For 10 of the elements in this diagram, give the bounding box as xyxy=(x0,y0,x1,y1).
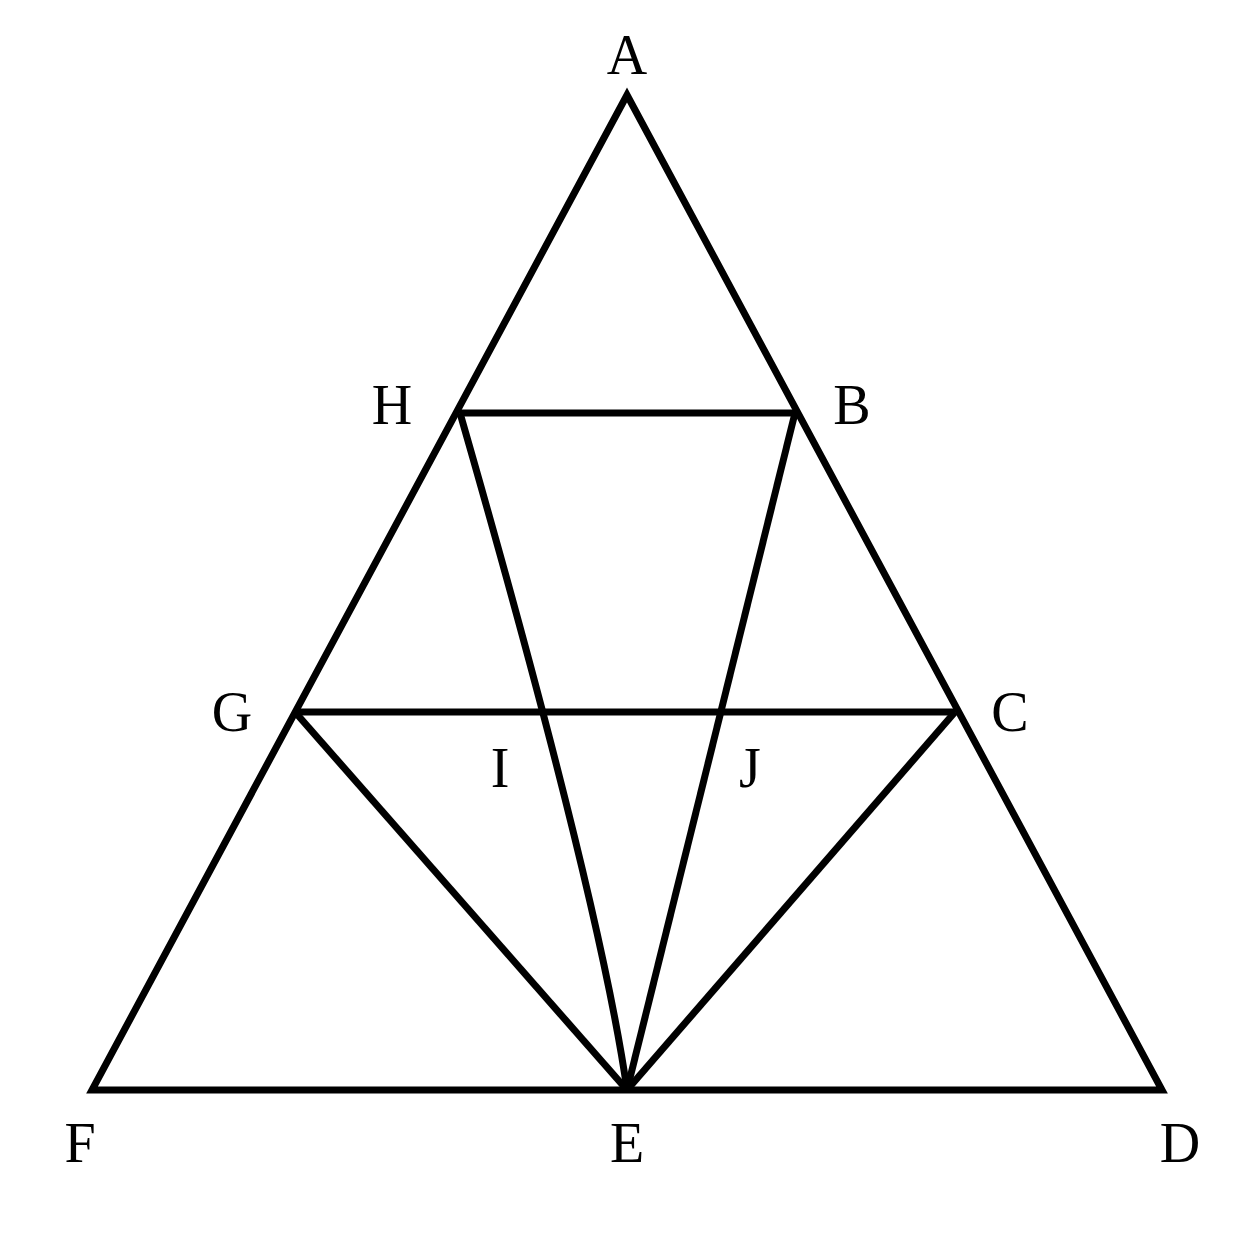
point-label: J xyxy=(739,740,761,796)
point-label: D xyxy=(1159,1115,1201,1171)
point-label: A xyxy=(606,27,648,83)
point-label: H xyxy=(371,377,413,433)
point-label: I xyxy=(490,740,510,796)
point-label: G xyxy=(211,684,253,740)
point-label: E xyxy=(609,1115,645,1171)
point-label: F xyxy=(64,1115,96,1171)
point-label: B xyxy=(833,377,871,433)
point-label: C xyxy=(991,684,1029,740)
